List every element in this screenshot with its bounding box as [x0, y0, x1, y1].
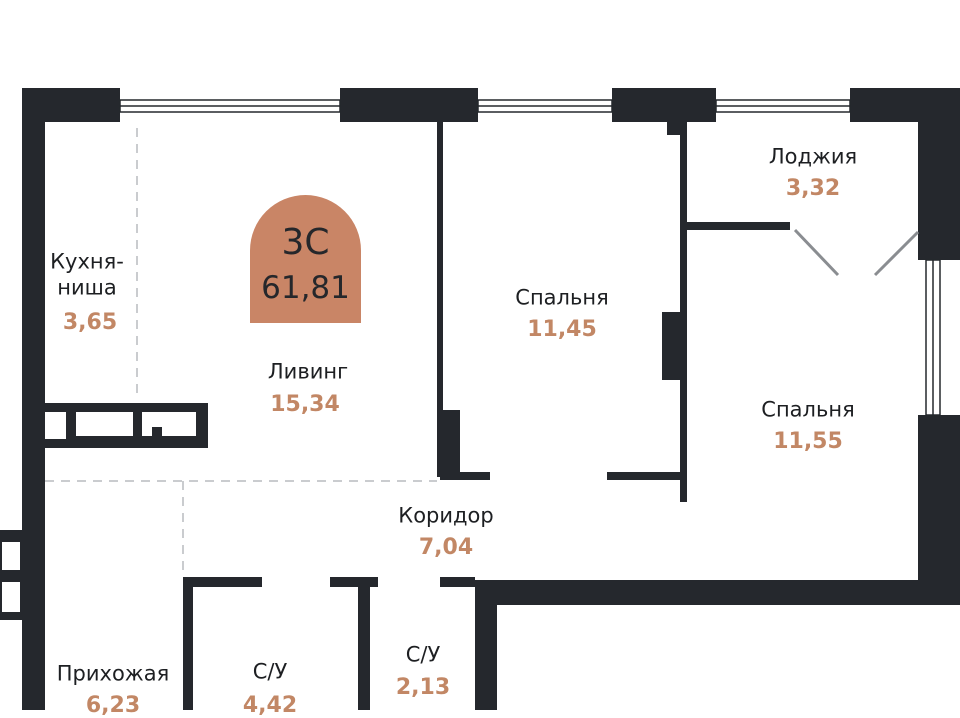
- kitchen-counter: [2, 412, 196, 612]
- room-area-bedroom-1: 11,45: [527, 317, 597, 342]
- room-name-kitchen-2: ниша: [57, 275, 117, 300]
- apartment-total-area: 61,81: [261, 270, 350, 306]
- room-name-bathroom-1: С/У: [252, 659, 288, 684]
- room-area-living: 15,34: [270, 392, 340, 417]
- room-area-bathroom-1: 4,42: [242, 693, 298, 718]
- room-name-corridor: Коридор: [398, 503, 494, 528]
- room-area-loggia: 3,32: [785, 176, 841, 201]
- room-area-kitchen: 3,65: [62, 310, 118, 335]
- room-name-bedroom-1: Спальня: [515, 285, 609, 310]
- room-name-bathroom-2: С/У: [405, 642, 441, 667]
- room-name-bedroom-2: Спальня: [761, 397, 855, 422]
- room-area-bathroom-2: 2,13: [395, 675, 451, 700]
- room-area-hallway: 6,23: [85, 693, 141, 718]
- room-name-hallway: Прихожая: [56, 661, 170, 686]
- room-area-corridor: 7,04: [418, 535, 474, 560]
- loggia-door: [793, 228, 920, 277]
- room-area-bedroom-2: 11,55: [773, 429, 843, 454]
- apartment-type: 3С: [281, 222, 330, 263]
- room-name-living: Ливинг: [267, 359, 349, 384]
- apartment-badge: 3С 61,81: [250, 195, 361, 323]
- zone-lines: [45, 128, 437, 577]
- room-name-kitchen: Кухня-: [50, 249, 124, 274]
- windows: [119, 99, 941, 416]
- room-name-loggia: Лоджия: [768, 144, 858, 169]
